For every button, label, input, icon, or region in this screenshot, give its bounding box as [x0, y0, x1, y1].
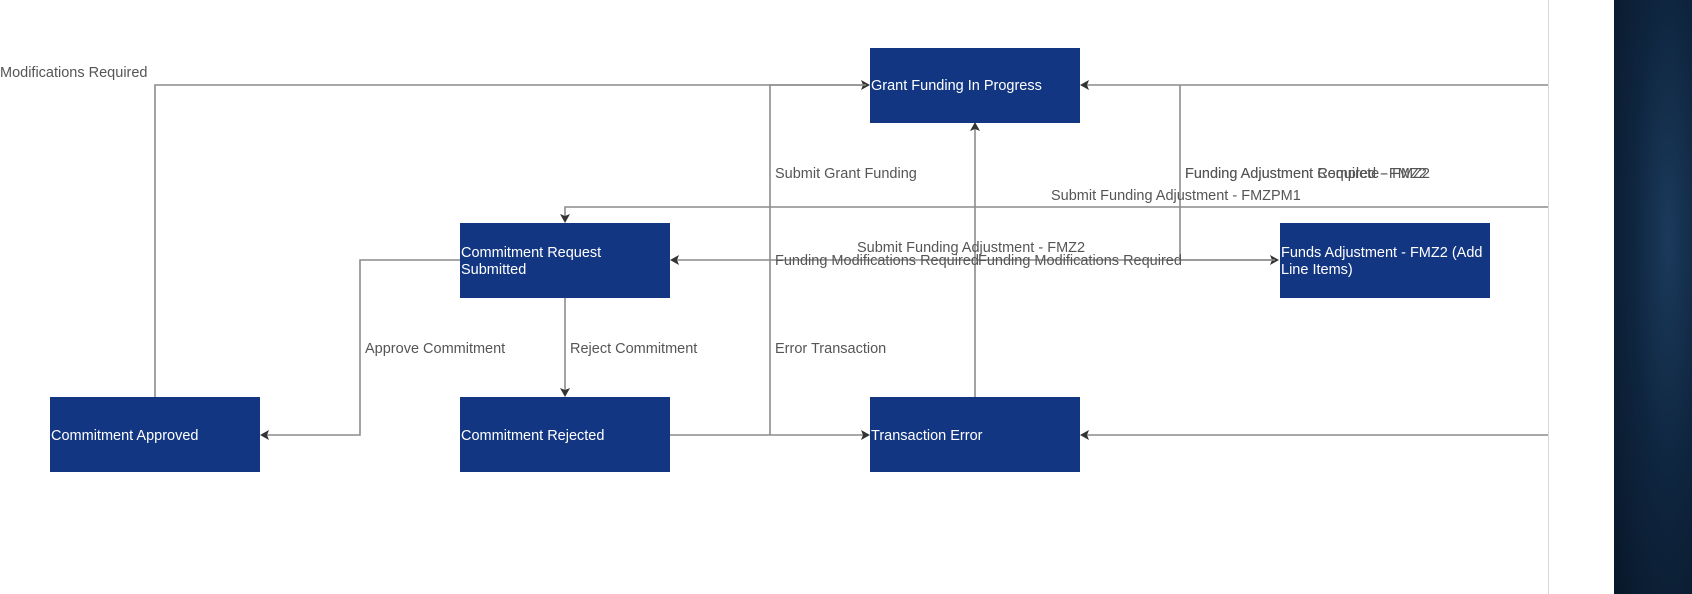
arrowhead: [560, 388, 570, 397]
arrowhead: [260, 430, 269, 440]
node-label-line2: Submitted: [461, 262, 526, 278]
workflow-diagram: Modifications Required Submit Grant Fund…: [0, 48, 1548, 472]
node-commitment-rejected[interactable]: Commitment Rejected: [460, 397, 670, 472]
edge-approve-commitment[interactable]: [264, 259, 460, 436]
side-panel: [1614, 0, 1692, 594]
edge-submit-grant-funding[interactable]: [769, 84, 866, 435]
label-modifications-required: Modifications Required: [0, 65, 148, 81]
label-submit-funding-adjustment-fmz2: Submit Funding Adjustment - FMZ2: [857, 240, 1085, 256]
arrowhead: [970, 122, 980, 131]
label-error-transaction: Error Transaction: [775, 341, 886, 357]
arrowhead: [560, 214, 570, 223]
node-label: Commitment Rejected: [461, 428, 604, 444]
node-commitment-request-submitted[interactable]: Commitment Request Submitted: [460, 223, 670, 298]
canvas-divider: [1548, 0, 1549, 594]
label-approve-commitment: Approve Commitment: [365, 341, 505, 357]
arrowhead: [1080, 430, 1089, 440]
edge-approved-to-grant[interactable]: [154, 84, 866, 397]
label-funding-modifications-required-2: Funding Modifications Required: [978, 253, 1182, 269]
label-funding-adjustment-complete: Funding Adjustment Complete - FMZ2: [1185, 166, 1430, 182]
edge-submit-fmzpm1[interactable]: [564, 206, 1548, 219]
label-reject-commitment: Reject Commitment: [570, 341, 697, 357]
node-transaction-error[interactable]: Transaction Error: [870, 397, 1080, 472]
canvas-gutter: [1549, 0, 1614, 594]
label-funding-modifications-required-1: Funding Modifications Required: [775, 253, 979, 269]
label-submit-grant-funding: Submit Grant Funding: [775, 166, 917, 182]
node-grant-funding-in-progress[interactable]: Grant Funding In Progress: [870, 48, 1080, 123]
node-label-line1: Commitment Request: [461, 245, 601, 261]
label-funding-adjustment-required: Funding Adjustment Required - FMZ2: [1185, 166, 1427, 182]
node-label-line1: Funds Adjustment - FMZ2 (Add: [1281, 245, 1482, 261]
label-submit-funding-adjustment-fmzpm1: Submit Funding Adjustment - FMZPM1: [1051, 188, 1301, 204]
node-commitment-approved[interactable]: Commitment Approved: [50, 397, 260, 472]
node-funds-adjustment[interactable]: Funds Adjustment - FMZ2 (Add Line Items): [1280, 223, 1490, 298]
node-label-line2: Line Items): [1281, 262, 1353, 278]
arrowhead: [1080, 80, 1089, 90]
node-label: Commitment Approved: [51, 428, 198, 444]
arrowhead: [670, 255, 679, 265]
diagram-canvas[interactable]: Modifications Required Submit Grant Fund…: [0, 0, 1548, 594]
arrowhead: [861, 430, 870, 440]
node-label: Transaction Error: [871, 428, 983, 444]
node-label: Grant Funding In Progress: [871, 78, 1042, 94]
